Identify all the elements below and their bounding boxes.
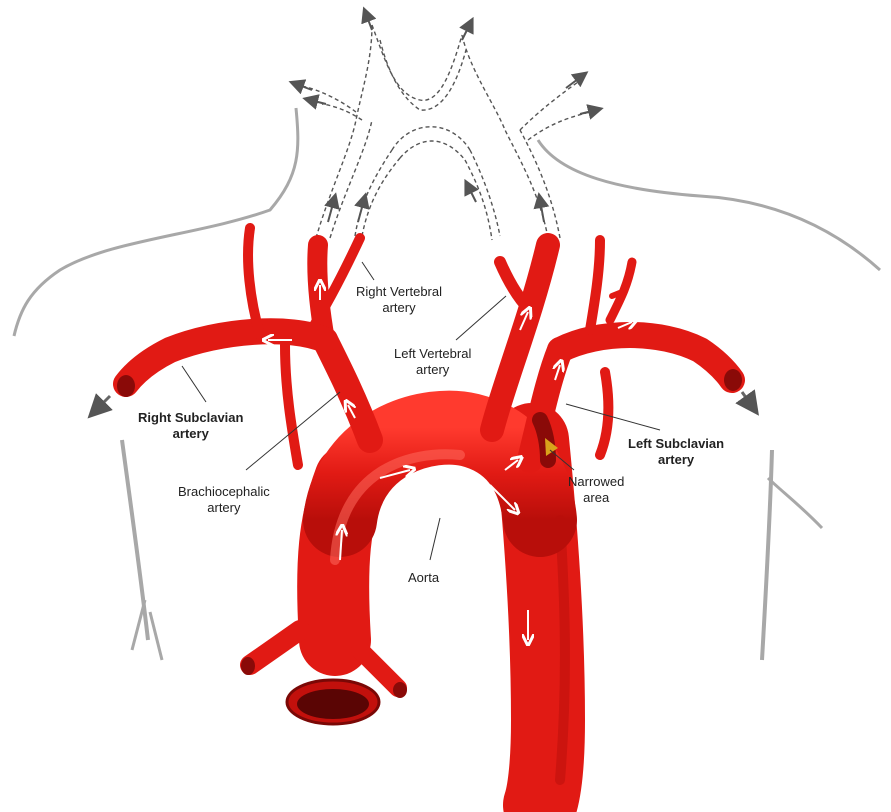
left-vertebral-dashed-2	[465, 160, 492, 240]
vertebral-arch-dashed-inner	[400, 141, 465, 160]
head-flow-arrows	[296, 14, 596, 222]
inner-loop-dashed-2	[380, 40, 466, 110]
arrow-neck-right-vertebral	[358, 200, 364, 222]
arrow-top-center-right	[462, 24, 470, 40]
label-aorta: Aorta	[408, 570, 439, 586]
right-internal-thoracic	[285, 345, 298, 465]
label-right-subclavian-line2: artery	[138, 426, 243, 442]
inner-loop-dashed	[372, 25, 462, 100]
left-thyrocervical	[590, 240, 600, 330]
right-lower-branch	[360, 650, 398, 688]
right-subclavian-exit-arrow	[96, 396, 110, 410]
descending-highlight	[560, 520, 565, 780]
arrow-neck-left-vertebral	[468, 186, 476, 202]
label-left-vertebral-line1: Left Vertebral	[394, 346, 471, 362]
label-left-vertebral-line2: artery	[394, 362, 471, 378]
left-subclavian-lateral	[560, 335, 732, 380]
left-carotid-dashed	[462, 35, 548, 238]
left-subclavian-exit-arrow	[742, 392, 752, 406]
label-left-vertebral: Left Vertebral artery	[394, 346, 471, 378]
label-right-subclavian: Right Subclavian artery	[138, 410, 243, 442]
leader-aorta	[430, 518, 440, 560]
left-subclavian-opening	[724, 369, 742, 391]
vertebral-arch-dashed	[392, 127, 470, 150]
brachiocephalic-trunk	[325, 340, 370, 440]
aorta-root-inner	[297, 689, 369, 719]
label-brachiocephalic-line2: artery	[178, 500, 270, 516]
label-aorta-line1: Aorta	[408, 570, 439, 586]
label-right-subclavian-line1: Right Subclavian	[138, 410, 243, 426]
left-carotid-branch-a	[520, 82, 578, 130]
label-narrowed-area-line1: Narrowed	[568, 474, 624, 490]
label-right-vertebral-line2: artery	[356, 300, 442, 316]
right-subclavian	[126, 331, 325, 384]
arrow-upper-left	[296, 84, 312, 90]
left-lower-branch-opening	[241, 657, 255, 675]
left-carotid-dashed-2	[520, 130, 560, 238]
left-carotid-branch-b	[528, 112, 590, 140]
leader-right-vertebral	[362, 262, 374, 280]
right-thyrocervical	[248, 228, 260, 335]
label-left-subclavian: Left Subclavian artery	[628, 436, 724, 468]
left-torso-outline	[122, 440, 148, 640]
arrow-upper-right-2	[580, 110, 596, 114]
arrow-top-center-left	[366, 14, 372, 30]
label-right-vertebral: Right Vertebral artery	[356, 284, 442, 316]
label-right-vertebral-line1: Right Vertebral	[356, 284, 442, 300]
right-vertebral-dashed-2	[362, 158, 400, 236]
arrow-upper-left-2	[310, 100, 326, 104]
label-brachiocephalic-line1: Brachiocephalic	[178, 484, 270, 500]
label-left-subclavian-line1: Left Subclavian	[628, 436, 724, 452]
dashed-head-vessels	[302, 25, 590, 240]
left-vertebral-dashed	[470, 150, 500, 236]
leader-right-subclavian	[182, 366, 206, 402]
label-narrowed-area-line2: area	[568, 490, 624, 506]
leader-left-vertebral	[456, 296, 506, 340]
label-brachiocephalic: Brachiocephalic artery	[178, 484, 270, 516]
arrow-upper-right	[566, 76, 582, 88]
left-lower-branch	[250, 630, 300, 665]
body-outline	[14, 108, 880, 660]
right-neck-shoulder-outline	[538, 140, 880, 270]
right-carotid-dashed	[316, 25, 372, 238]
right-vertebral-dashed	[355, 150, 392, 236]
left-costocervical-2	[612, 292, 622, 296]
right-subclavian-opening	[117, 375, 135, 397]
label-narrowed-area: Narrowed area	[568, 474, 624, 506]
right-torso-fold	[768, 478, 822, 528]
arrow-neck-right-carotid	[328, 200, 334, 222]
label-left-subclavian-line2: artery	[628, 452, 724, 468]
right-lower-branch-opening	[393, 682, 407, 698]
